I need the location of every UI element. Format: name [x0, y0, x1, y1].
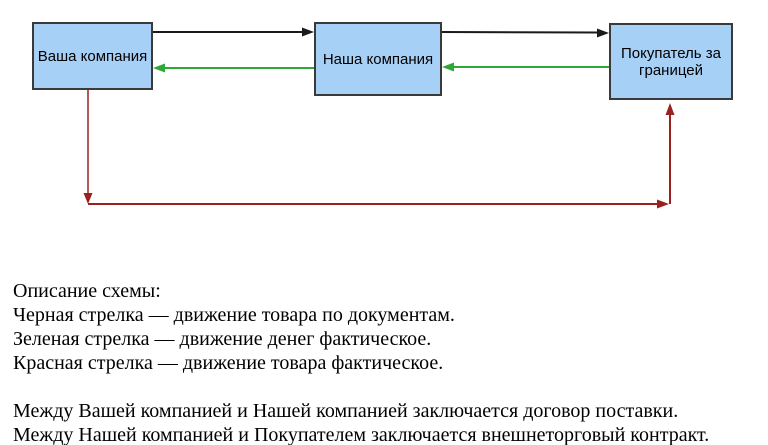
box-our-company-label: Наша компания	[322, 50, 434, 68]
red-arrowhead-down	[83, 193, 93, 204]
green-arrowhead-into-our	[442, 62, 454, 72]
box-your-company: Ваша компания	[32, 22, 153, 90]
description-heading: Описание схемы:	[13, 280, 161, 302]
black-arrowhead-into-buyer	[597, 28, 609, 38]
note-foreign-trade-contract: Между Нашей компанией и Покупателем закл…	[13, 424, 710, 445]
box-our-company: Наша компания	[314, 22, 442, 96]
legend-line-black-arrow: Черная стрелка — движение товара по доку…	[13, 304, 455, 326]
legend-line-red-arrow: Красная стрелка — движение товара фактич…	[13, 352, 444, 374]
black-arrow-line-our-to-buyer	[441, 31, 599, 34]
black-arrowhead-into-our	[302, 27, 314, 37]
description-block: Описание схемы: Черная стрелка — движени…	[13, 279, 763, 445]
blank-line	[13, 375, 763, 399]
arrow-layer	[83, 27, 675, 209]
legend-line-green-arrow: Зеленая стрелка — движение денег фактиче…	[13, 328, 432, 350]
box-foreign-buyer: Покупатель за границей	[609, 23, 733, 100]
red-arrowhead-right	[657, 199, 669, 209]
red-arrowhead-up-into-buyer	[665, 103, 675, 115]
note-supply-contract: Между Вашей компанией и Нашей компанией …	[13, 400, 679, 422]
box-your-company-label: Ваша компания	[37, 47, 148, 65]
flow-diagram: Ваша компания Наша компания Покупатель з…	[32, 22, 733, 209]
green-arrowhead-into-your	[153, 63, 165, 73]
box-foreign-buyer-label: Покупатель за границей	[621, 44, 721, 79]
